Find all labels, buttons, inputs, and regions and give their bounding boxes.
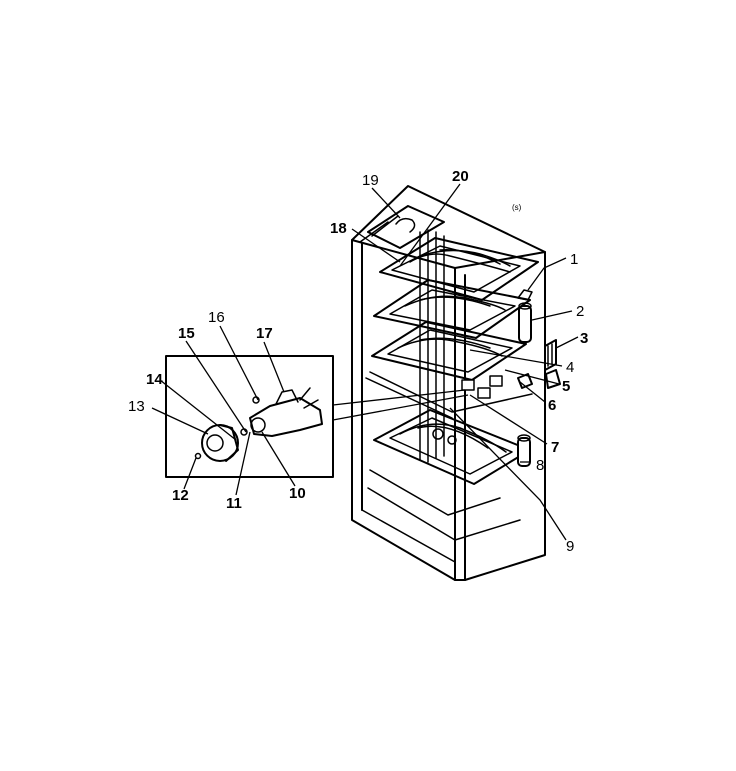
- callout-5: 5: [562, 378, 570, 395]
- part-1-clip: [517, 289, 533, 301]
- callout-9: 9: [566, 538, 574, 555]
- part-8-cylinder: [517, 434, 531, 467]
- callout-15: 15: [178, 325, 195, 342]
- callout-10: 10: [289, 485, 306, 502]
- callout-16: 16: [208, 309, 225, 326]
- part-3-bracket: [544, 339, 557, 371]
- part-2-cylinder: [518, 302, 532, 343]
- callout-17: 17: [256, 325, 273, 342]
- shelf-4: [365, 371, 533, 419]
- part-7-assembly: [461, 375, 503, 399]
- callout-11: 11: [226, 495, 242, 512]
- callout-19: 19: [362, 172, 379, 189]
- callout-4: 4: [566, 359, 574, 376]
- lower-rack: [373, 409, 531, 485]
- top-grille: [359, 205, 445, 249]
- callout-14: 14: [146, 371, 163, 388]
- callout-8: 8: [536, 457, 544, 474]
- cabinet-frame: [351, 185, 546, 581]
- callout-1: 1: [570, 251, 578, 268]
- tag-label: (s): [512, 203, 522, 212]
- control-knob: [201, 424, 239, 462]
- callout-6: 6: [548, 397, 556, 414]
- callout-7: 7: [551, 439, 559, 456]
- shelf-1: [379, 237, 539, 301]
- shelf-3: [371, 321, 527, 381]
- callout-18: 18: [330, 220, 347, 237]
- callout-3: 3: [580, 330, 588, 347]
- callout-13: 13: [128, 398, 145, 415]
- part-5-bracket: [545, 369, 561, 389]
- callout-labels: 1 2 3 4 5 6 7 8 9 10 11 12 13 14 15 16 1…: [128, 168, 588, 555]
- callout-12: 12: [172, 487, 189, 504]
- vertical-coils: [419, 229, 445, 463]
- thermostat-body: [194, 387, 323, 460]
- detail-inset-box: [165, 355, 469, 478]
- leader-lines: [151, 183, 579, 541]
- callout-2: 2: [576, 303, 584, 320]
- callout-20: 20: [452, 168, 469, 185]
- shelf-2: [373, 279, 531, 339]
